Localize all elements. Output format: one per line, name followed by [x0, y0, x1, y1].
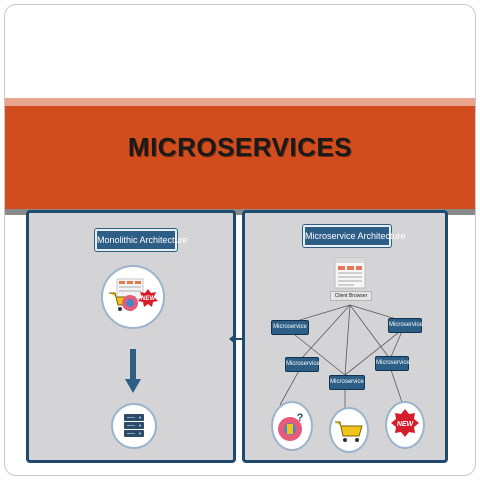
microservice-node-2: Microservice [388, 318, 423, 333]
microservice-new-badge-text: NEW [397, 421, 415, 428]
service-circle-payment: ? [271, 401, 313, 451]
microservice-panel: Microservice Architecture Client Browser… [242, 210, 448, 463]
connection-lines [279, 304, 404, 409]
monolithic-panel: Monolithic Architecture NEW [26, 210, 236, 463]
monolithic-new-badge-text: NEW [141, 296, 156, 302]
app-bundle-icon: NEW [109, 278, 158, 311]
microservice-header: Microservice Architecture [303, 225, 406, 247]
title-band-highlight [5, 98, 475, 106]
client-browser-label: Client Browser [330, 291, 372, 301]
monolithic-app-circle: NEW [101, 265, 165, 329]
microservice-node-3: Microservice [285, 357, 320, 372]
microservice-node-5: Microservice [375, 356, 410, 371]
svg-text:?: ? [297, 412, 304, 424]
service-circle-new: NEW [385, 401, 425, 449]
payment-badge-icon: ? [278, 412, 304, 441]
shopping-cart-icon [335, 421, 363, 442]
microservice-node-4: Microservice [329, 375, 365, 390]
service-circle-cart [329, 407, 369, 453]
title-band-shadow [5, 209, 475, 215]
microservice-node-1: Microservice [271, 320, 309, 335]
down-arrow-icon [125, 349, 141, 393]
title-band [5, 106, 475, 209]
server-icon [124, 414, 144, 437]
database-server-circle [111, 403, 157, 449]
new-badge-icon: NEW [391, 409, 419, 437]
slide-title: MICROSERVICES [127, 132, 353, 162]
monolithic-header: Monolithic Architecture [95, 229, 188, 251]
browser-window-icon [334, 257, 366, 289]
